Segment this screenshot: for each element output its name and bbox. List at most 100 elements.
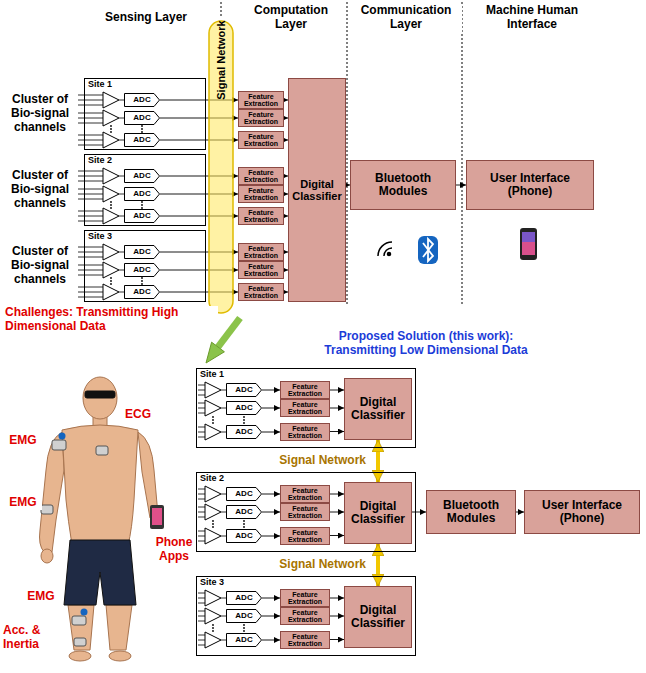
amplifier-symbol — [198, 427, 205, 428]
sensor-patch — [52, 440, 66, 450]
amplifier-symbol — [141, 283, 143, 285]
wireless-signal-icon — [388, 253, 391, 256]
connector-arrow — [456, 185, 466, 186]
node-text: Feature Extraction — [239, 263, 283, 277]
feature-extraction-box: Feature Extraction — [280, 631, 330, 649]
amplifier-symbol — [198, 536, 205, 537]
human-figure — [64, 540, 136, 605]
sensor-patch — [96, 446, 108, 455]
amplifier-symbol — [212, 624, 214, 626]
signal-network-arrow — [376, 544, 380, 586]
amplifier-symbol — [141, 204, 143, 206]
connector-arrow — [262, 616, 280, 617]
connector-arrow — [262, 390, 280, 391]
node-text: ADC — [133, 114, 150, 123]
amplifier-symbol — [103, 262, 119, 278]
site-label: Site 1 — [200, 370, 224, 380]
node-text: User Interface (Phone) — [467, 172, 593, 198]
node-text: ADC — [235, 404, 252, 413]
amplifier-symbol — [198, 494, 205, 495]
node-text: Bluetooth Modules — [351, 172, 455, 198]
amplifier-symbol — [198, 432, 205, 433]
node-text: ADC — [235, 386, 252, 395]
sensor-bluetooth-dot — [59, 433, 88, 616]
classifier-box: Digital Classifier — [344, 586, 412, 648]
amplifier-symbol — [141, 201, 143, 203]
amplifier-symbol — [198, 390, 205, 391]
wireless-signal-icon — [378, 242, 392, 256]
amplifier-symbol — [103, 186, 119, 202]
amplifier-symbol — [198, 403, 205, 404]
human-figure — [40, 377, 159, 661]
connector-arrow — [330, 512, 344, 513]
module-box: Bluetooth Modules — [350, 160, 456, 210]
amplifier-symbol — [110, 131, 112, 133]
adc-block: ADC — [124, 245, 160, 259]
amplifier-symbol — [198, 541, 205, 542]
classifier-box: Digital Classifier — [288, 78, 346, 302]
human-figure — [83, 377, 117, 419]
layer-heading: Computation Layer — [238, 4, 344, 32]
adc-outline — [125, 210, 160, 223]
bluetooth-icon — [423, 239, 433, 261]
node-text: ADC — [235, 508, 252, 517]
challenge-note: Challenges: Transmitting High Dimensiona… — [4, 306, 218, 334]
connector-arrow — [330, 390, 344, 391]
amplifier-symbol — [78, 287, 103, 288]
node-text: Feature Extraction — [281, 529, 329, 543]
amplifier-symbol — [103, 132, 119, 148]
amplifier-symbol — [110, 125, 112, 127]
amplifier-symbol — [198, 385, 205, 386]
phone-icon — [520, 228, 537, 260]
feature-extraction-box: Feature Extraction — [280, 485, 330, 503]
channel-cluster-label: Cluster of Bio-signal channels — [2, 169, 78, 210]
layer-separator — [347, 2, 348, 305]
amplifier-symbol — [205, 424, 221, 440]
connector-arrow — [330, 494, 344, 495]
adc-block: ADC — [226, 591, 262, 605]
connector-arrow — [262, 598, 280, 599]
amplifier-symbol — [198, 616, 205, 617]
classifier-box: Digital Classifier — [344, 482, 412, 544]
amplifier-symbol — [119, 292, 124, 293]
site-label: Site 3 — [200, 578, 224, 588]
amplifier-symbol — [221, 494, 226, 495]
connector-arrow — [516, 512, 524, 513]
amplifier-symbol — [198, 603, 205, 604]
amplifier-symbol — [78, 118, 103, 119]
amplifier-symbol — [243, 624, 245, 626]
amplifier-symbol — [198, 413, 205, 414]
amplifier-symbol — [212, 627, 214, 629]
amplifier-symbol — [119, 270, 124, 271]
site-label: Site 3 — [88, 232, 112, 242]
layer-heading: Communication Layer — [350, 4, 462, 32]
amplifier-symbol — [141, 128, 143, 130]
amplifier-symbol — [243, 422, 245, 424]
site-box: ADCADCADCFeature ExtractionFeature Extra… — [196, 368, 416, 448]
amplifier-symbol — [103, 168, 119, 184]
layer-heading: Machine Human Interface — [470, 4, 594, 32]
amplifier-symbol — [243, 523, 245, 525]
node-text: ADC — [235, 532, 252, 541]
amplifier-symbol — [212, 630, 214, 632]
amplifier-symbol — [103, 208, 119, 224]
human-figure — [85, 391, 115, 398]
node-text: ADC — [133, 96, 150, 105]
amplifier-symbol — [103, 244, 119, 260]
adc-block: ADC — [124, 169, 160, 183]
amplifier-symbol — [198, 499, 205, 500]
sensor-label: Phone Apps — [152, 536, 196, 564]
adc-outline — [227, 506, 262, 519]
amplifier-symbol — [119, 176, 124, 177]
amplifier-symbol — [78, 297, 103, 298]
node-text: Signal Network — [215, 20, 227, 99]
node-text: ADC — [235, 594, 252, 603]
phone-in-hand — [150, 505, 164, 529]
connector-arrow — [330, 616, 344, 617]
connector-arrow — [262, 432, 280, 433]
amplifier-symbol — [110, 128, 112, 130]
connector-arrow — [262, 494, 280, 495]
amplifier-symbol — [243, 419, 245, 421]
amplifier-symbol — [78, 135, 103, 136]
adc-block: ADC — [124, 209, 160, 223]
